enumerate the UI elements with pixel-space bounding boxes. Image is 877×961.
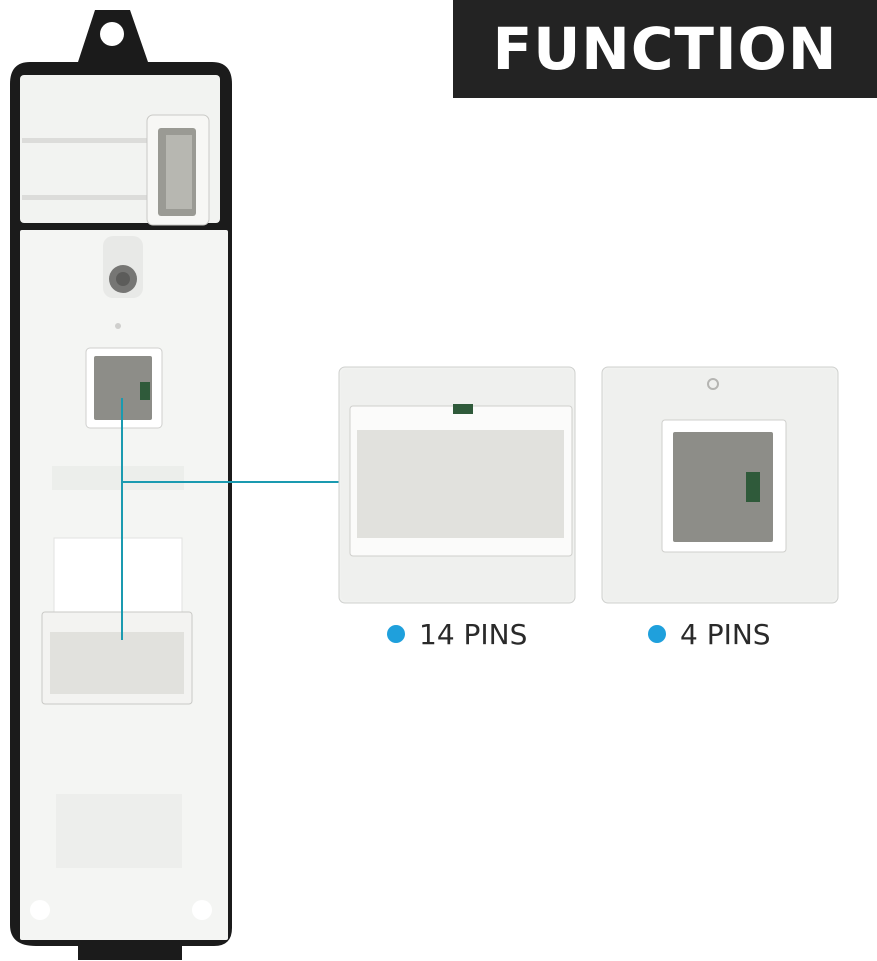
fourteen-pin-detail-card (338, 366, 576, 604)
four-pin-detail-card (601, 366, 839, 604)
four-pins-label: 4 PINS (680, 617, 771, 651)
fourteen-pins-label: 14 PINS (419, 617, 528, 651)
four-pins-caption: 4 PINS (648, 614, 771, 654)
fourteen-pin-connector-on-switch (41, 611, 193, 705)
screw-head (103, 236, 143, 298)
label-recess (52, 466, 184, 490)
blue-dot-icon (387, 625, 405, 643)
top-connector (146, 114, 210, 226)
connector-housing-recess (53, 537, 183, 617)
callout-lines (121, 398, 340, 640)
four-pin-connector-on-switch (85, 347, 163, 429)
function-title-banner: FUNCTION (453, 0, 877, 98)
bottom-recess (56, 794, 182, 868)
fourteen-pins-caption: 14 PINS (387, 614, 527, 654)
blue-dot-icon (648, 625, 666, 643)
function-title-text: FUNCTION (492, 15, 838, 83)
